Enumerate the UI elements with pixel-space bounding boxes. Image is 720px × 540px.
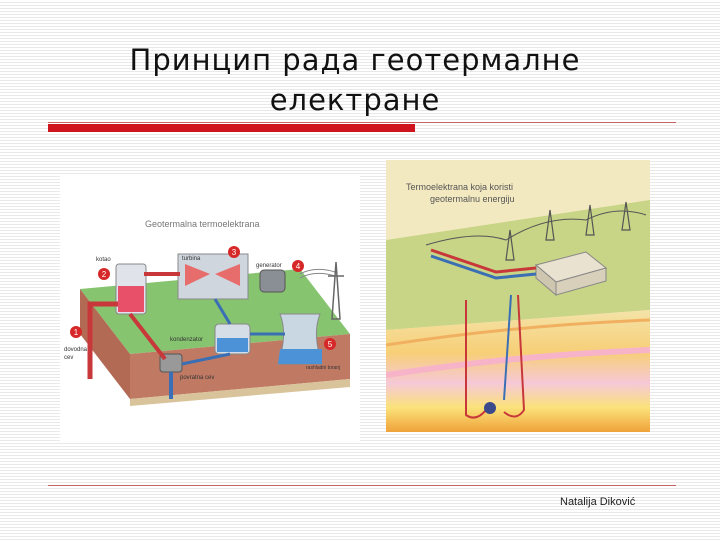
- geothermal-earth-diagram: Termoelektrana koja koristi geotermalnu …: [385, 160, 651, 432]
- diagram2-heading-line-2: geotermalnu energiju: [430, 194, 515, 204]
- turbine-blades-right: [215, 264, 240, 286]
- ground-surface: [386, 200, 650, 330]
- geothermal-earth-svg: Termoelektrana koja koristi geotermalnu …: [385, 160, 651, 432]
- supply-pipe-label-1: dovodna: [64, 347, 88, 353]
- step-marker-3: [228, 246, 240, 258]
- hot-pipe-surface: [430, 248, 537, 274]
- turbine-blades-left: [185, 264, 210, 286]
- production-well-2: [503, 294, 526, 418]
- cooling-tower-water: [278, 349, 322, 364]
- power-line-2: [299, 272, 336, 279]
- generator-body: [259, 269, 286, 293]
- step-marker-5: [324, 338, 336, 350]
- condensate-pipe: [213, 298, 232, 325]
- step-marker-2-label: 2: [102, 270, 107, 279]
- geothermal-plant-svg: Geotermalna termoelektrana kotao turbina…: [64, 219, 350, 406]
- earth-layers: [386, 310, 650, 432]
- power-lines: [425, 210, 647, 246]
- step-marker-3-label: 3: [232, 248, 237, 257]
- step-marker-4-label: 4: [296, 262, 301, 271]
- cooling-tower-label: rashladni toranj: [306, 365, 340, 371]
- footer-divider-line: [48, 485, 676, 486]
- slide-title: Принцип рада геотермалне електране: [129, 43, 581, 117]
- tower-3: [585, 204, 595, 236]
- title-accent-bar: [48, 124, 415, 132]
- step-marker-4: [292, 260, 304, 272]
- boiler-label: kotao: [96, 257, 111, 263]
- return-pipe: [181, 352, 231, 366]
- rock-layer-1: [385, 318, 651, 347]
- supply-pipe: [87, 301, 118, 379]
- supply-pipe-label-2: cev: [64, 355, 73, 361]
- condenser-label: kondenzator: [170, 337, 203, 343]
- boiler-water: [118, 286, 144, 312]
- plant-wall-front: [555, 267, 607, 296]
- boiler-return-pipe: [128, 312, 167, 361]
- transmission-tower: [331, 261, 341, 320]
- turbine-label: turbina: [182, 256, 201, 262]
- step-marker-2: [98, 268, 110, 280]
- reservoir-point: [484, 402, 496, 414]
- generator-label: generator: [256, 263, 282, 269]
- step-marker-1-label: 1: [74, 328, 79, 337]
- step-marker-5-label: 5: [328, 340, 333, 349]
- cold-pipe-surface: [430, 254, 537, 280]
- step-marker-1: [70, 326, 82, 338]
- power-line: [299, 268, 336, 275]
- return-pipe-label: povratna cev: [180, 375, 214, 381]
- tower-4: [621, 201, 631, 231]
- diagram1-heading: Geotermalna termoelektrana: [145, 219, 260, 229]
- footer-author: Natalija Diković: [560, 496, 636, 508]
- geothermal-plant-diagram: Geotermalna termoelektrana kotao turbina…: [60, 174, 360, 442]
- diagram2-heading-line-1: Termoelektrana koja koristi: [406, 182, 513, 192]
- ground-layer: [130, 379, 350, 406]
- tower-1: [505, 229, 515, 261]
- production-well: [465, 300, 487, 419]
- rock-layer-2: [385, 347, 651, 378]
- condenser-water: [217, 338, 248, 352]
- tower-2: [545, 209, 555, 241]
- injection-well: [503, 294, 512, 401]
- title-divider-line: [48, 122, 676, 123]
